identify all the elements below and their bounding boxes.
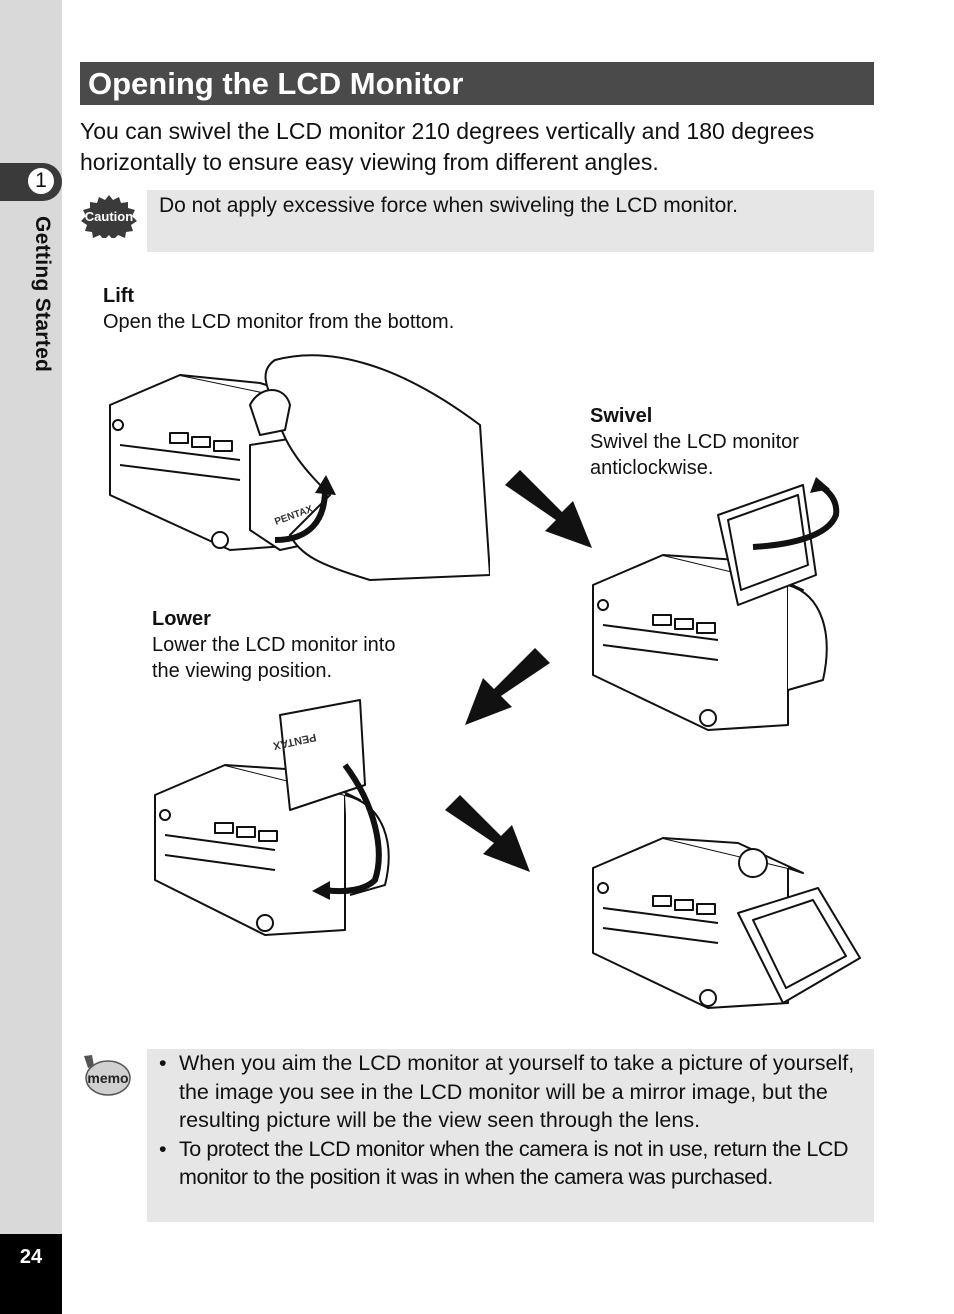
page-number: 24	[0, 1234, 62, 1314]
rotate-arrow-icon	[752, 482, 840, 550]
step-swivel-title: Swivel	[590, 405, 653, 427]
camera-button	[191, 436, 211, 448]
memo-item: To protect the LCD monitor when the came…	[157, 1135, 866, 1192]
camera-button	[213, 440, 233, 452]
lcd-monitor	[279, 699, 366, 811]
step-lift: Lift Open the LCD monitor from the botto…	[103, 283, 454, 335]
camera-foot	[211, 531, 229, 549]
grip	[787, 584, 828, 691]
step-swivel-desc-2: anticlockwise.	[590, 457, 714, 479]
caution-icon: Caution	[81, 195, 137, 238]
chapter-title: Getting Started	[31, 216, 54, 373]
lower-illustration: PENTAX	[154, 699, 390, 936]
swivel-illustration	[592, 477, 840, 731]
step-lower-title: Lower	[152, 608, 211, 630]
caution-box: Do not apply excessive force when swivel…	[147, 190, 874, 252]
viewing-position-illustration	[592, 837, 861, 1009]
caution-icon-text: Caution	[85, 209, 133, 224]
arrow-down-left-icon	[465, 648, 550, 725]
section-title: Opening the LCD Monitor	[80, 62, 874, 105]
camera-speaker	[112, 419, 124, 431]
memo-item: When you aim the LCD monitor at yourself…	[157, 1049, 866, 1135]
chapter-number: 1	[26, 166, 56, 196]
step-lift-desc: Open the LCD monitor from the bottom.	[103, 311, 455, 333]
lift-illustration: PENTAX	[109, 354, 490, 581]
step-lower-desc-1: Lower the LCD monitor into	[152, 634, 396, 656]
step-swivel-desc-1: Swivel the LCD monitor	[590, 431, 799, 453]
memo-list: When you aim the LCD monitor at yourself…	[157, 1049, 866, 1192]
chapter-sidebar	[0, 0, 62, 1234]
memo-icon-text: memo	[87, 1070, 128, 1086]
memo-icon: memo	[84, 1055, 131, 1096]
step-swivel: Swivel Swivel the LCD monitor anticlockw…	[590, 403, 799, 481]
rotate-arrow-icon	[324, 763, 382, 895]
mode-dial	[738, 848, 768, 878]
rotate-arrow-icon	[274, 489, 328, 543]
arrow-down-right-icon	[505, 470, 592, 548]
step-lower: Lower Lower the LCD monitor into the vie…	[152, 606, 395, 684]
camera-button	[169, 432, 189, 444]
thumb	[249, 389, 291, 436]
caution-text: Do not apply excessive force when swivel…	[159, 194, 738, 217]
step-lower-desc-2: the viewing position.	[152, 660, 333, 682]
memo-box: When you aim the LCD monitor at yourself…	[147, 1049, 874, 1222]
lcd-screen	[727, 494, 809, 591]
intro-paragraph: You can swivel the LCD monitor 210 degre…	[80, 118, 815, 175]
lcd-screen	[752, 899, 847, 989]
step-lift-title: Lift	[103, 285, 135, 307]
arrow-down-right-icon	[445, 795, 530, 872]
